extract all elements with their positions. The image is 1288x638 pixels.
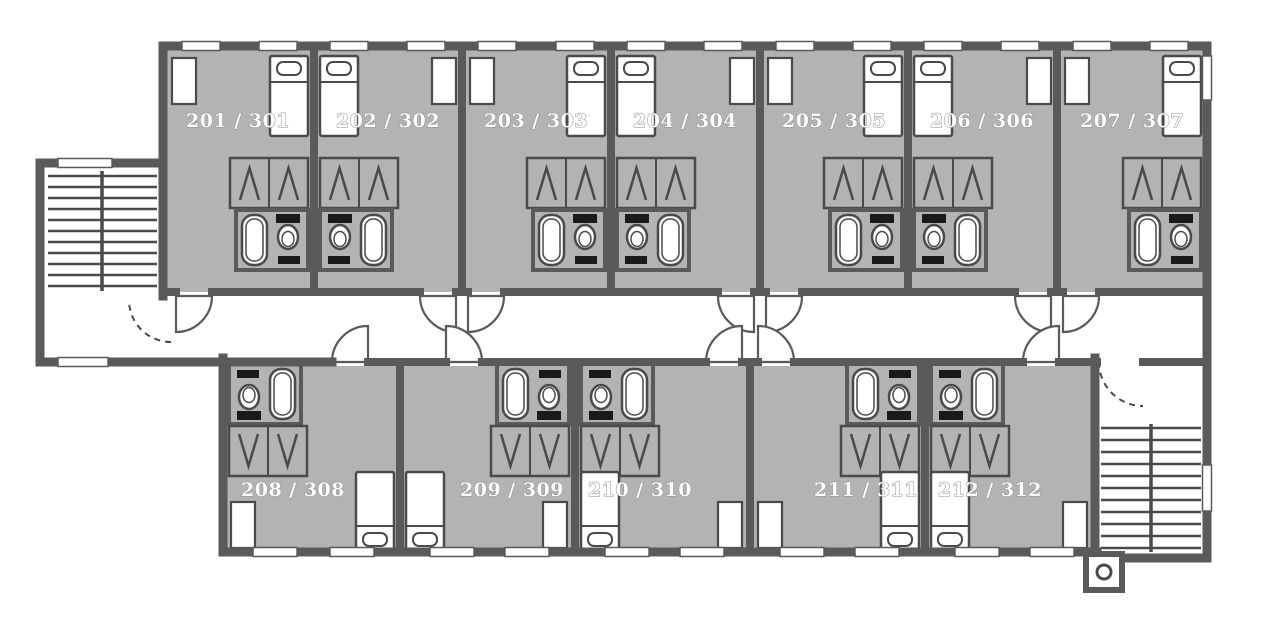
desk-icon	[541, 500, 569, 550]
window	[954, 546, 1000, 558]
window	[1000, 40, 1040, 52]
window	[57, 356, 109, 368]
room-204-304: 204 / 304	[615, 54, 756, 334]
window	[329, 546, 375, 558]
walls	[35, 41, 1212, 593]
window	[329, 40, 369, 52]
door-swing-icon	[1098, 361, 1144, 407]
window	[181, 40, 221, 52]
stairs-icon	[48, 171, 157, 291]
room-label: 209 / 309	[460, 479, 564, 501]
window	[57, 157, 113, 169]
door-swing-icon	[128, 299, 172, 343]
window	[1029, 546, 1075, 558]
window	[679, 546, 725, 558]
bed-icon	[354, 470, 396, 554]
room-212-312: 212 / 312	[929, 324, 1089, 554]
desk-icon	[170, 56, 198, 106]
room-202-302: 202 / 302	[318, 54, 458, 334]
door-swing-icon	[716, 294, 756, 334]
room-label: 203 / 303	[484, 110, 588, 132]
room-210-310: 210 / 310	[579, 324, 744, 554]
room-label: 204 / 304	[633, 110, 737, 132]
window	[555, 40, 595, 52]
window	[1201, 55, 1213, 101]
room-label: 210 / 310	[588, 479, 692, 501]
room-211-311: 211 / 311	[756, 324, 921, 554]
door-swing-icon	[1061, 294, 1101, 334]
bed-icon	[404, 470, 446, 554]
window	[504, 546, 550, 558]
window	[604, 546, 650, 558]
window	[1201, 464, 1213, 512]
desk-icon	[468, 56, 496, 106]
left-stairwell	[48, 171, 172, 343]
desk-icon	[229, 500, 257, 550]
room-201-301: 201 / 301	[170, 54, 310, 334]
window	[477, 40, 517, 52]
room-label: 208 / 308	[241, 479, 345, 501]
stairs-icon	[1101, 424, 1201, 552]
desk-icon	[430, 56, 458, 106]
desk-icon	[1063, 56, 1091, 106]
room-205-305: 205 / 305	[764, 54, 904, 334]
desk-icon	[716, 500, 744, 550]
windows	[57, 40, 1213, 558]
window	[779, 546, 825, 558]
room-label: 206 / 306	[930, 110, 1034, 132]
column-icon	[1095, 563, 1113, 581]
room-207-307: 207 / 307	[1061, 54, 1203, 334]
room-label: 207 / 307	[1080, 110, 1184, 132]
door-swing-icon	[466, 294, 506, 334]
window	[923, 40, 963, 52]
room-209-309: 209 / 309	[404, 324, 571, 554]
window	[775, 40, 815, 52]
room-label: 202 / 302	[336, 110, 440, 132]
window	[854, 546, 900, 558]
room-label: 211 / 311	[814, 479, 918, 501]
window	[852, 40, 892, 52]
desk-icon	[756, 500, 784, 550]
window	[703, 40, 743, 52]
window	[1149, 40, 1189, 52]
window	[406, 40, 446, 52]
window	[258, 40, 298, 52]
room-203-303: 203 / 303	[466, 54, 607, 334]
desk-icon	[766, 56, 794, 106]
room-208-308: 208 / 308	[227, 324, 396, 554]
window	[429, 546, 475, 558]
door-swing-icon	[174, 294, 214, 334]
window	[1072, 40, 1112, 52]
desk-icon	[1061, 500, 1089, 550]
desk-icon	[1025, 56, 1053, 106]
room-label: 205 / 305	[782, 110, 886, 132]
window	[252, 546, 298, 558]
right-stairwell	[1098, 361, 1201, 552]
room-label: 201 / 301	[186, 110, 290, 132]
desk-icon	[728, 56, 756, 106]
corridor	[44, 296, 1203, 358]
window	[626, 40, 666, 52]
room-label: 212 / 312	[938, 479, 1042, 501]
